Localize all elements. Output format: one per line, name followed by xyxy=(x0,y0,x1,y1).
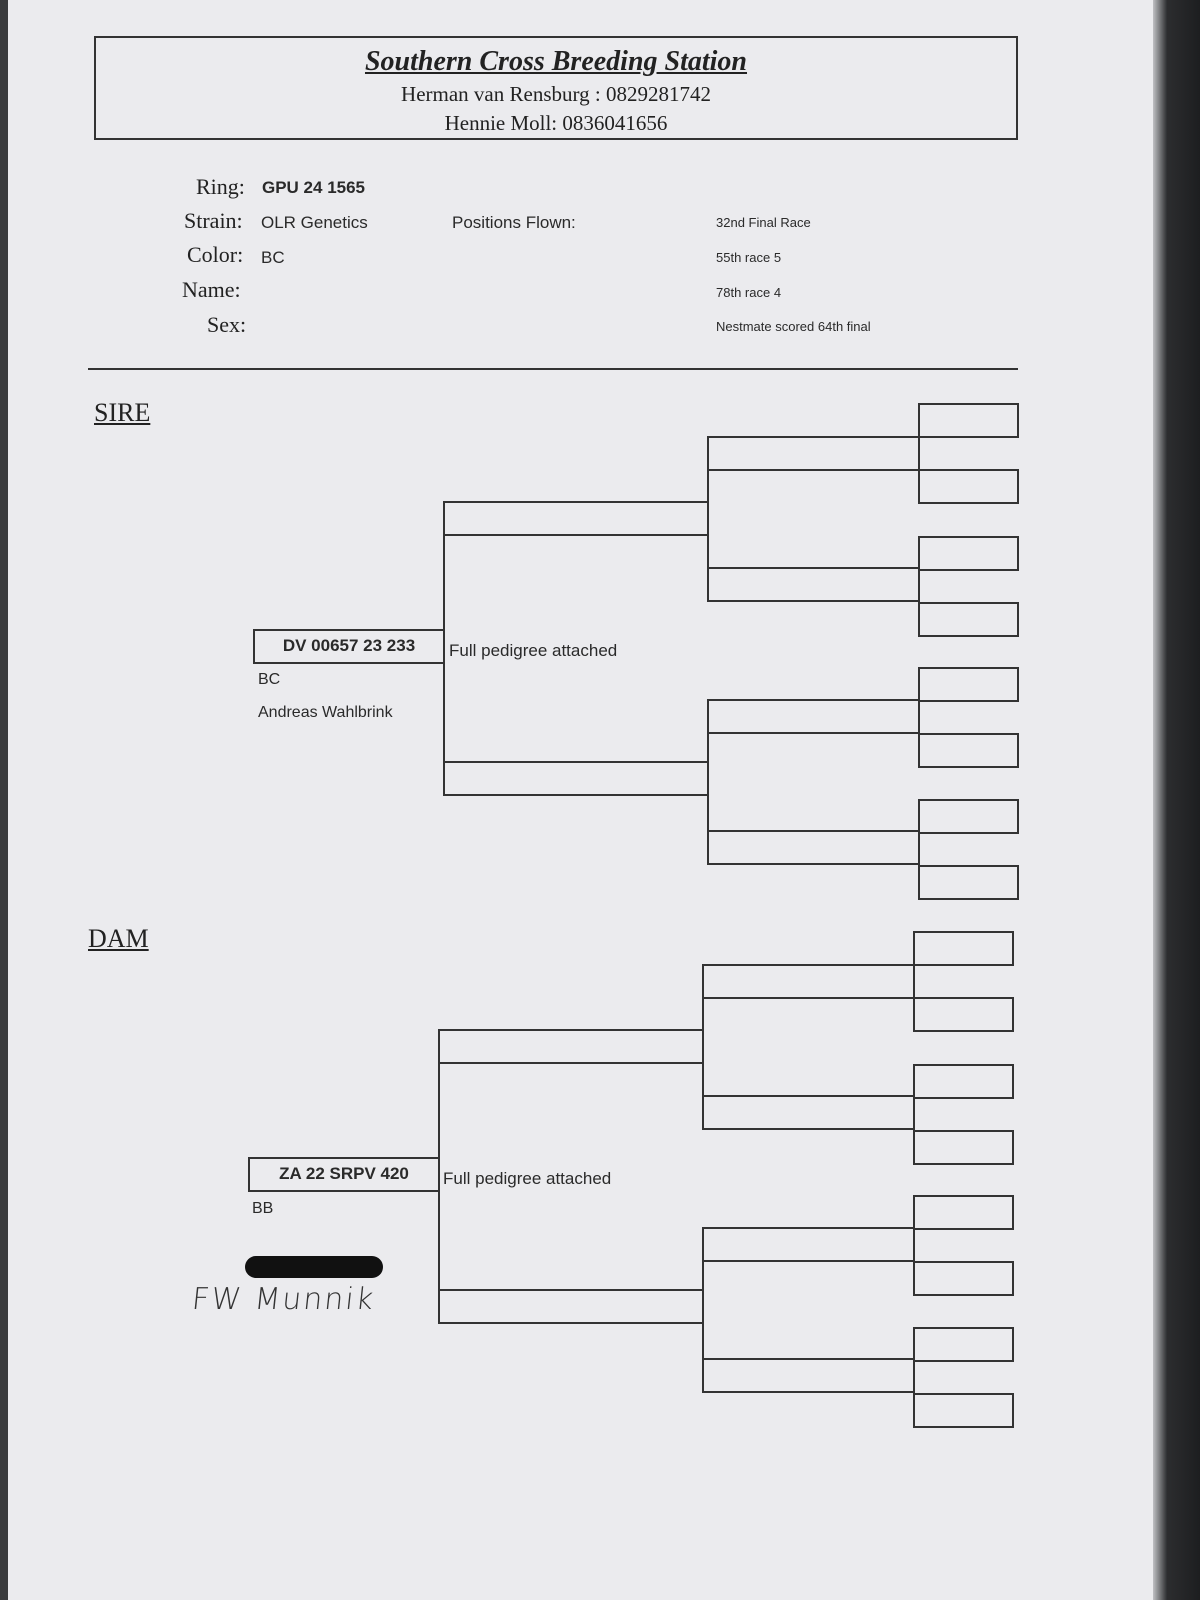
color-label: Color: xyxy=(187,242,244,267)
dam-grandparent-box xyxy=(702,1358,915,1393)
sire-great-grandparent-box xyxy=(918,799,1019,834)
color-value: BC xyxy=(261,248,285,267)
dam-great-grandparent-box xyxy=(913,931,1014,966)
sire-great-grandparent-box xyxy=(918,403,1019,438)
contact-herman: Herman van Rensburg : 0829281742 xyxy=(401,82,711,106)
sire-grandparent-box xyxy=(707,830,920,865)
dam-great-grandparent-box xyxy=(913,1327,1014,1362)
dam-great-grandparent-box xyxy=(913,1261,1014,1296)
dam-great-grandparent-box xyxy=(913,1064,1014,1099)
sire-great-grandparent-box xyxy=(918,469,1019,504)
sire-heading: SIRE xyxy=(94,398,151,427)
sire-great-grandparent-box xyxy=(918,865,1019,900)
dam-great-grandparent-box xyxy=(913,1195,1014,1230)
dam-heading: DAM xyxy=(88,924,149,953)
strain-label: Strain: xyxy=(184,208,243,233)
dam-parent-box xyxy=(438,1289,704,1324)
background-edge xyxy=(1153,0,1200,1600)
divider xyxy=(88,368,1018,370)
redacted-text xyxy=(245,1256,383,1278)
position-item: Nestmate scored 64th final xyxy=(716,319,871,334)
sire-great-grandparent-box xyxy=(918,733,1019,768)
dam-parent-box xyxy=(438,1029,704,1064)
sire-great-grandparent-box xyxy=(918,536,1019,571)
sire-color: BC xyxy=(258,671,281,688)
sire-grandparent-box xyxy=(707,699,920,734)
dam-note: Full pedigree attached xyxy=(443,1169,612,1188)
dam-color: BB xyxy=(252,1200,274,1217)
contact-hennie: Hennie Moll: 0836041656 xyxy=(444,111,668,135)
sire-grandparent-box xyxy=(707,567,920,602)
dam-breeder-handwritten: FW Munnik xyxy=(190,1282,377,1317)
dam-great-grandparent-box xyxy=(913,1393,1014,1428)
sire-note: Full pedigree attached xyxy=(449,641,618,660)
ring-label: Ring: xyxy=(196,174,245,199)
dam-great-grandparent-box xyxy=(913,1130,1014,1165)
dam-grandparent-box xyxy=(702,1227,915,1262)
name-label: Name: xyxy=(182,277,241,302)
sire-parent-box xyxy=(443,501,709,536)
dam-great-grandparent-box xyxy=(913,997,1014,1032)
sire-grandparent-box xyxy=(707,436,920,471)
sire-great-grandparent-box xyxy=(918,602,1019,637)
position-item: 55th race 5 xyxy=(716,250,782,265)
header-box: Southern Cross Breeding Station Herman v… xyxy=(94,36,1018,140)
station-title: Southern Cross Breeding Station xyxy=(364,46,748,77)
positions-label: Positions Flown: xyxy=(452,213,576,232)
sire-breeder: Andreas Wahlbrink xyxy=(258,704,393,721)
dam-ring-box: ZA 22 SRPV 420 xyxy=(248,1157,440,1192)
position-item: 32nd Final Race xyxy=(716,215,811,230)
sex-label: Sex: xyxy=(207,312,247,337)
strain-value: OLR Genetics xyxy=(261,213,368,232)
sire-great-grandparent-box xyxy=(918,667,1019,702)
dam-grandparent-box xyxy=(702,1095,915,1130)
sire-ring-box: DV 00657 23 233 xyxy=(253,629,445,664)
dam-grandparent-box xyxy=(702,964,915,999)
ring-value: GPU 24 1565 xyxy=(262,178,366,197)
position-item: 78th race 4 xyxy=(716,285,782,300)
sire-parent-box xyxy=(443,761,709,796)
